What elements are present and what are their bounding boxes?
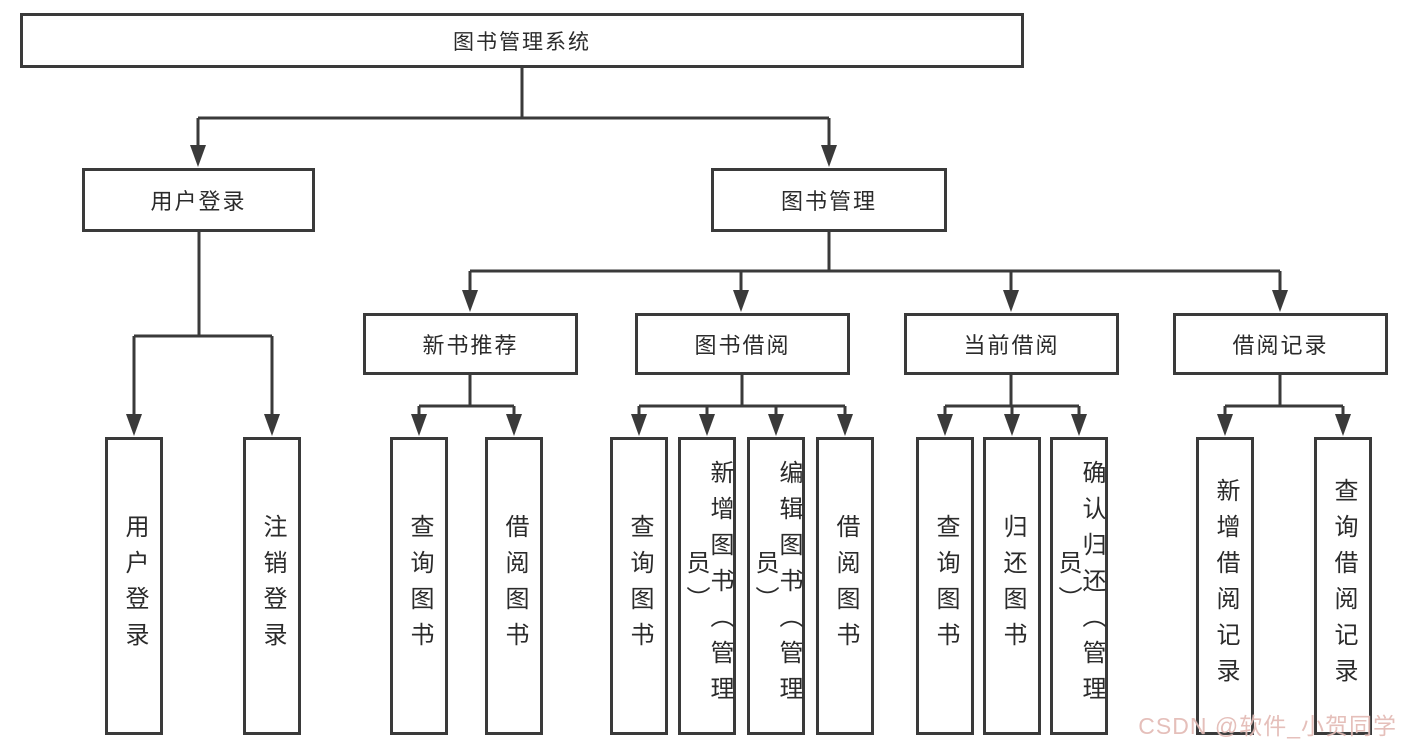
- leaf-confirm-return-admin: 确认归还（管理员）: [1050, 437, 1108, 735]
- leaf-add-borrow-record: 新增借阅记录: [1196, 437, 1254, 735]
- leaf-logout: 注销登录: [243, 437, 301, 735]
- leaf-borrow-books-recommend: 借阅图书: [485, 437, 543, 735]
- leaf-query-books-current: 查询图书: [916, 437, 974, 735]
- leaf-user-login: 用户登录: [105, 437, 163, 735]
- node-current-borrowing: 当前借阅: [904, 313, 1119, 375]
- leaf-edit-books-admin: 编辑图书（管理员）: [747, 437, 805, 735]
- leaf-query-borrow-record: 查询借阅记录: [1314, 437, 1372, 735]
- node-borrowing-records: 借阅记录: [1173, 313, 1388, 375]
- leaf-query-books-borrowing: 查询图书: [610, 437, 668, 735]
- leaf-borrow-books-borrowing: 借阅图书: [816, 437, 874, 735]
- arrowhead-icons: [126, 145, 1351, 436]
- node-library-system: 图书管理系统: [20, 13, 1024, 68]
- leaf-query-books-recommend: 查询图书: [390, 437, 448, 735]
- node-new-book-recommend: 新书推荐: [363, 313, 578, 375]
- node-book-borrowing: 图书借阅: [635, 313, 850, 375]
- node-book-management: 图书管理: [711, 168, 947, 232]
- leaf-add-books-admin: 新增图书（管理员）: [678, 437, 736, 735]
- node-user-login: 用户登录: [82, 168, 315, 232]
- leaf-return-books: 归还图书: [983, 437, 1041, 735]
- csdn-watermark: CSDN @软件_小贺同学: [1138, 713, 1397, 739]
